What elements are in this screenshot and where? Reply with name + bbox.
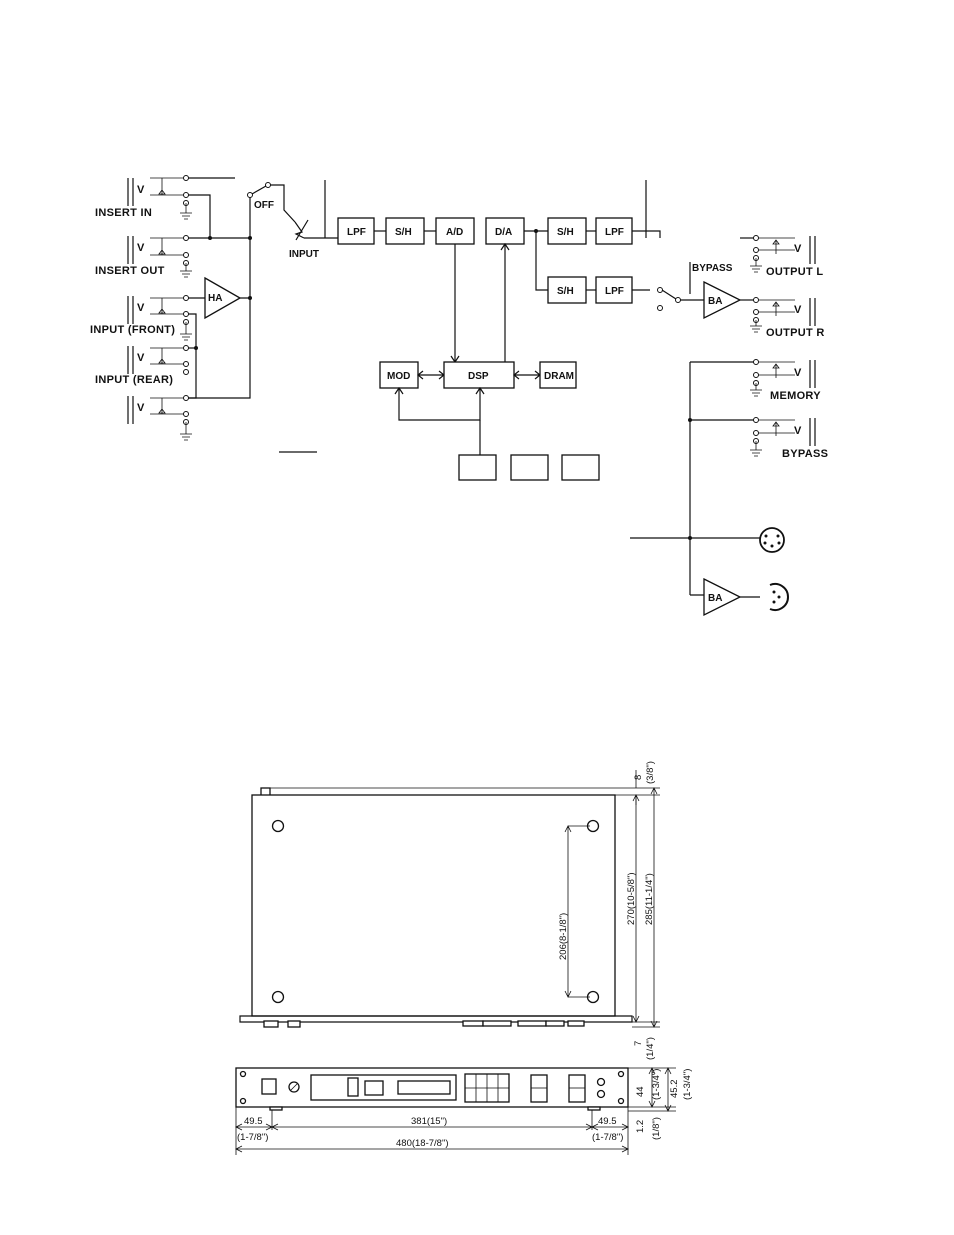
svg-text:V: V (794, 304, 802, 316)
off-switch-label: OFF (254, 200, 274, 211)
input-front-jack-icon: V (127, 295, 192, 341)
svg-text:S/H: S/H (557, 286, 574, 297)
dim-depth-total: 285(11-1/4") (644, 873, 655, 925)
svg-text:BA: BA (708, 593, 722, 604)
ad-block: A/D (435, 217, 475, 245)
lpf-in-block: LPF (337, 217, 375, 245)
insert-out-label: INSERT OUT (95, 265, 165, 277)
insert-in-label: INSERT IN (95, 207, 152, 219)
svg-text:LPF: LPF (605, 286, 624, 297)
sh-in-block: S/H (385, 217, 425, 245)
memory-jack-icon: V (750, 359, 816, 397)
bypass-jack-icon: V (750, 417, 816, 457)
dim-depth-top-tab: 8 (633, 775, 644, 780)
dim-foot-in: (1/8") (651, 1117, 662, 1140)
svg-text:A/D: A/D (446, 227, 463, 238)
top-view (239, 787, 633, 1028)
front-panel-view (235, 1067, 629, 1111)
head-amp-icon: HA (204, 276, 242, 320)
svg-text:V: V (794, 367, 802, 379)
svg-text:V: V (137, 302, 145, 314)
svg-text:LPF: LPF (347, 227, 366, 238)
memory-label: MEMORY (770, 390, 821, 402)
dim-depth-body: 270(10-5/8") (626, 873, 637, 926)
control-block-1 (458, 454, 497, 481)
svg-text:MOD: MOD (387, 371, 410, 382)
input-rear-label: INPUT (REAR) (95, 374, 173, 386)
control-block-3 (561, 454, 600, 481)
sh-l-block: S/H (547, 217, 587, 245)
output-l-label: OUTPUT L (766, 266, 823, 278)
output-r-label: OUTPUT R (766, 327, 825, 339)
svg-text:D/A: D/A (495, 227, 512, 238)
insert-out-jack-icon: V (127, 235, 192, 278)
dim-height-total: 45.2 (669, 1080, 680, 1099)
bypass-switch-label: BYPASS (692, 263, 733, 274)
lpf-l-block: LPF (595, 217, 633, 245)
lpf-r-block: LPF (595, 276, 633, 304)
input-volume-icon (294, 180, 338, 241)
control-block-2 (510, 454, 549, 481)
svg-text:BA: BA (708, 296, 722, 307)
midi-out-connector-icon (769, 583, 789, 611)
input-front-label: INPUT (FRONT) (90, 324, 175, 336)
svg-text:LPF: LPF (605, 227, 624, 238)
mounting-hole (271, 990, 285, 1004)
dsp-block: DSP (443, 361, 515, 389)
da-block: D/A (485, 217, 525, 245)
dim-ear-right: 49.5 (598, 1116, 617, 1127)
dim-ear-right-in: (1-7/8") (592, 1132, 623, 1143)
dim-height-total-in: (1-3/4") (682, 1069, 693, 1100)
dim-height-panel-in: (1-3/4") (651, 1069, 662, 1100)
sh-r-block: S/H (547, 276, 587, 304)
off-switch-icon (247, 182, 296, 223)
power-switch (261, 1078, 277, 1095)
dimension-drawing: 206(8-1/8") 270(10-5/8") 285(11-1/4") 8 … (235, 761, 693, 1155)
mounting-hole (271, 819, 285, 833)
dim-ear-left-in: (1-7/8") (237, 1132, 268, 1143)
mod-block: MOD (379, 361, 419, 389)
svg-text:DSP: DSP (468, 371, 489, 382)
dim-total-width: 480(18-7/8") (396, 1138, 449, 1149)
insert-in-jack-icon: V (127, 175, 192, 220)
svg-text:HA: HA (208, 293, 222, 304)
svg-text:V: V (794, 425, 802, 437)
dim-ear-left: 49.5 (244, 1116, 263, 1127)
dim-hole-width: 381(15") (411, 1116, 447, 1127)
dim-depth-bottom: 7 (633, 1041, 644, 1046)
svg-text:DRAM: DRAM (544, 371, 574, 382)
block-diagram: V INSERT IN V INSERT OUT V INPUT (FRONT) (90, 175, 828, 617)
svg-text:V: V (794, 243, 802, 255)
midi-in-connector-icon (759, 527, 785, 553)
output-r-jack-icon: V (750, 297, 816, 333)
output-l-jack-icon: V (740, 235, 816, 273)
dim-depth-bottom-in: (1/4") (645, 1037, 656, 1060)
svg-text:S/H: S/H (557, 227, 574, 238)
dim-height-panel: 44 (635, 1086, 646, 1097)
buffer-amp-icon: BA (703, 280, 742, 320)
dim-foot: 1.2 (635, 1120, 646, 1133)
dim-depth-top-tab-in: (3/8") (645, 761, 656, 784)
dim-hole-spacing: 206(8-1/8") (558, 913, 569, 960)
svg-text:V: V (137, 184, 145, 196)
svg-text:V: V (137, 352, 145, 364)
svg-text:S/H: S/H (395, 227, 412, 238)
aux-jack-icon: V (127, 395, 192, 441)
dram-block: DRAM (539, 361, 577, 389)
bypass-jack-label: BYPASS (782, 448, 828, 460)
svg-text:V: V (137, 402, 145, 414)
svg-text:V: V (137, 242, 145, 254)
input-volume-label: INPUT (289, 249, 319, 260)
input-rear-jack-icon: V (127, 345, 189, 375)
midi-buffer-amp-icon: BA (703, 577, 742, 617)
